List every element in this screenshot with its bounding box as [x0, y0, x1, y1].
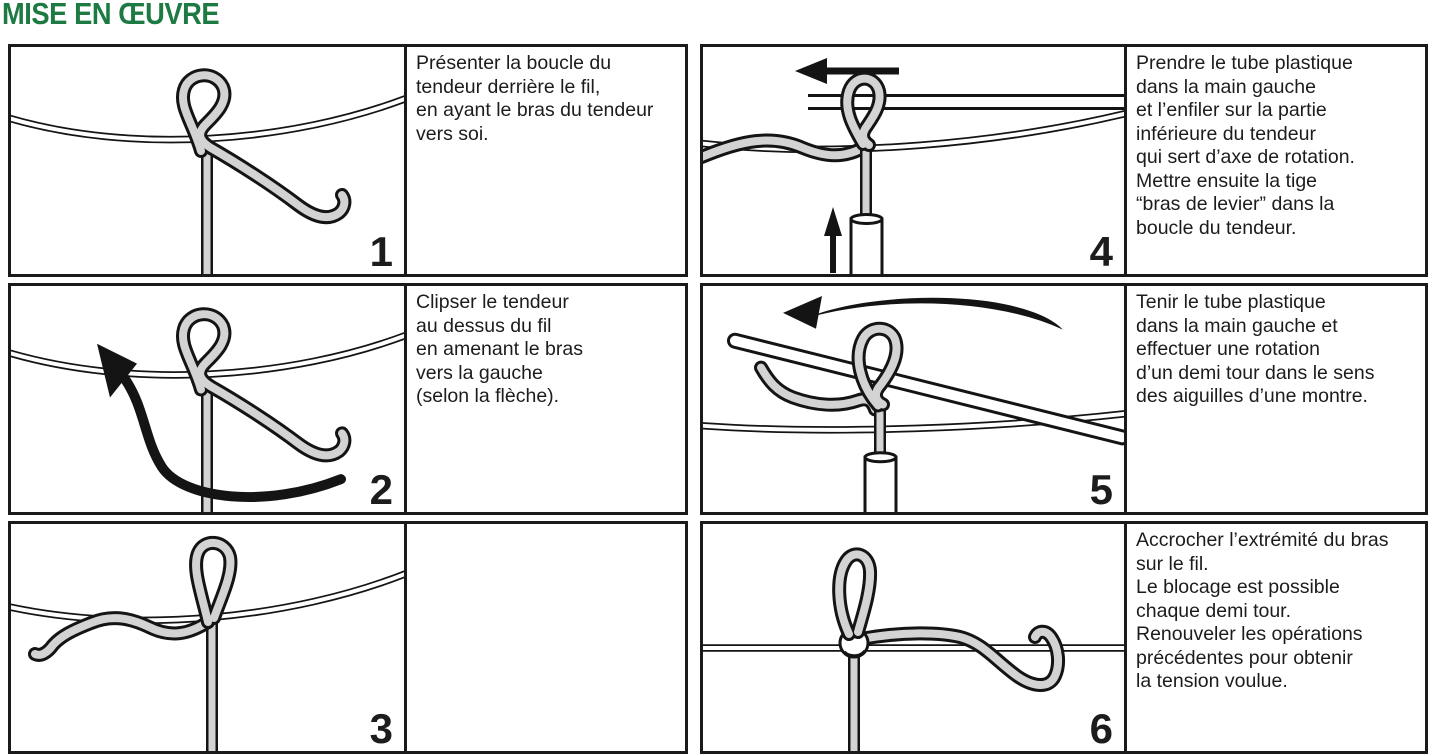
step-1-text: Présenter la boucle du tendeur derrière …	[404, 47, 685, 274]
arrow-left-icon	[795, 58, 827, 84]
step-3-text	[404, 524, 685, 751]
step-number: 3	[369, 705, 393, 751]
step-number: 2	[369, 466, 393, 512]
step-2-illustration: 2	[11, 286, 404, 512]
tensioner-arm-left-drawing	[11, 536, 404, 751]
plastic-tube-rim	[863, 451, 898, 464]
step-1-panel: 1 Présenter la boucle du tendeur derrièr…	[8, 44, 688, 277]
step-5-panel: 5 Tenir le tube plastique dans la main g…	[700, 283, 1428, 515]
step-6-illustration: 6	[703, 524, 1124, 751]
step-4-illustration: 4	[703, 47, 1124, 274]
page-title: MISE EN ŒUVRE	[2, 0, 220, 31]
step-5-illustration: 5	[703, 286, 1124, 512]
curved-swing-arrowhead-icon	[97, 343, 137, 398]
arrow-up-icon	[824, 207, 842, 236]
step-2-text: Clipser le tendeur au dessus du fil en a…	[404, 286, 685, 512]
step-3-panel: 3	[8, 521, 688, 754]
step-6-panel: 6 Accrocher l’extrémité du bras sur le f…	[700, 521, 1428, 754]
tensioner-loop-behind-wire-drawing	[11, 68, 404, 274]
step-4-text: Prendre le tube plastique dans la main g…	[1124, 47, 1425, 274]
step-number: 4	[1089, 228, 1113, 274]
curved-swing-arrow-icon	[119, 372, 346, 502]
plastic-tube	[849, 217, 884, 274]
step-5-text: Tenir le tube plastique dans la main gau…	[1124, 286, 1425, 512]
plastic-tube	[863, 455, 898, 512]
arm-hooked-on-wire-drawing	[703, 547, 1124, 751]
knot-detail	[842, 649, 867, 658]
plastic-tube-rim	[849, 213, 884, 225]
lever-rod-inserted-drawing	[703, 58, 1124, 274]
rotate-clockwise-arrow-icon	[807, 297, 1063, 330]
step-2-panel: 2 Clipser le tendeur au dessus du fil en…	[8, 283, 688, 515]
rotate-arrowhead-icon	[783, 295, 822, 329]
step-3-illustration: 3	[11, 524, 404, 751]
step-number: 6	[1089, 705, 1113, 751]
step-number: 1	[369, 228, 393, 274]
half-turn-rotation-drawing	[703, 295, 1124, 512]
step-4-panel: 4 Prendre le tube plastique dans la main…	[700, 44, 1428, 277]
instruction-table-left: 1 Présenter la boucle du tendeur derrièr…	[8, 44, 688, 754]
instruction-table-right: 4 Prendre le tube plastique dans la main…	[700, 44, 1428, 754]
tensioner-swing-arm-drawing	[11, 307, 404, 512]
step-number: 5	[1089, 466, 1113, 512]
step-1-illustration: 1	[11, 47, 404, 274]
step-6-text: Accrocher l’extrémité du bras sur le fil…	[1124, 524, 1425, 751]
